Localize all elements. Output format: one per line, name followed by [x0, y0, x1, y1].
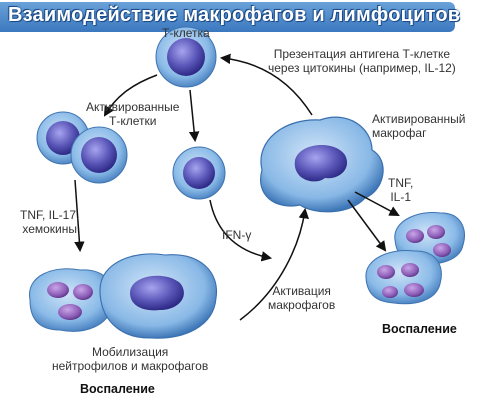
activated-macrophage-label: Активированный макрофаг — [372, 112, 466, 140]
inflammation-right-label: Воспаление — [382, 322, 457, 336]
activated-t-cells-label: Активированные Т-клетки — [86, 100, 179, 128]
tnf-il17-line-2: хемокины — [22, 222, 78, 236]
activated-macrophage-line-1: Активированный — [372, 112, 466, 126]
activated-macrophage-line-2: макрофаг — [372, 126, 427, 140]
mobilization-label: Мобилизация нейтрофилов и макрофагов — [52, 345, 208, 373]
macrophage-activation-line-1: Активация — [272, 284, 331, 298]
t-cell-label: Т-клетка — [162, 26, 210, 40]
activated-t-cells-line-2: Т-клетки — [109, 114, 157, 128]
macrophage-bottom-left — [99, 253, 218, 339]
antigen-presentation-line-1: Презентация антигена Т-клетке — [273, 47, 451, 61]
tnf-il1-line-2: IL-1 — [390, 190, 412, 204]
t-cell — [155, 26, 217, 88]
activated-t-cells-line-1: Активированные — [86, 100, 180, 114]
ifn-t-cell — [172, 146, 226, 200]
antigen-presentation-label: Презентация антигена Т-клетке через цито… — [268, 47, 456, 75]
tnf-il17-line-1: TNF, IL-17, — [20, 208, 80, 222]
tnf-il1-line-1: TNF, — [388, 176, 414, 190]
macrophage-activation-line-2: макрофагов — [268, 298, 336, 312]
arrow-ifn-to-macrophage — [209, 199, 273, 262]
diagram-title: Взаимодействие макрофагов и лимфоцитов — [8, 4, 461, 26]
neutrophils-left — [29, 268, 114, 332]
neutrophil-right-2 — [365, 249, 442, 305]
arrows — [74, 53, 400, 321]
arrow-activated-to-mobilization — [74, 179, 85, 253]
ifn-label: IFN-γ — [222, 228, 252, 242]
macrophage-activation-label: Активация макрофагов — [268, 284, 335, 312]
arrow-macrophage-to-neutrophil-2 — [347, 199, 387, 252]
arrow-tcell-to-ifn-cell — [188, 89, 200, 143]
arrow-macrophage-to-neutrophil-1 — [354, 191, 400, 216]
arrow-macrophage-to-tcell — [219, 53, 313, 116]
activated-t-cells — [36, 111, 128, 184]
mobilization-line-2: нейтрофилов и макрофагов — [52, 359, 209, 373]
tnf-il17-label: TNF, IL-17, хемокины — [20, 208, 79, 236]
activated-macrophage — [260, 116, 384, 213]
inflammation-left-label: Воспаление — [80, 382, 155, 396]
arrow-tcell-to-activated — [103, 74, 158, 117]
mobilization-line-1: Мобилизация — [91, 345, 169, 359]
title-band — [0, 2, 455, 32]
antigen-presentation-line-2: через цитокины (например, IL-12) — [268, 61, 456, 75]
tnf-il1-label: TNF, IL-1 — [388, 176, 413, 204]
title-bar: Взаимодействие макрофагов и лимфоцитов — [0, 0, 500, 34]
arrow-activation-to-macrophage — [239, 207, 310, 321]
